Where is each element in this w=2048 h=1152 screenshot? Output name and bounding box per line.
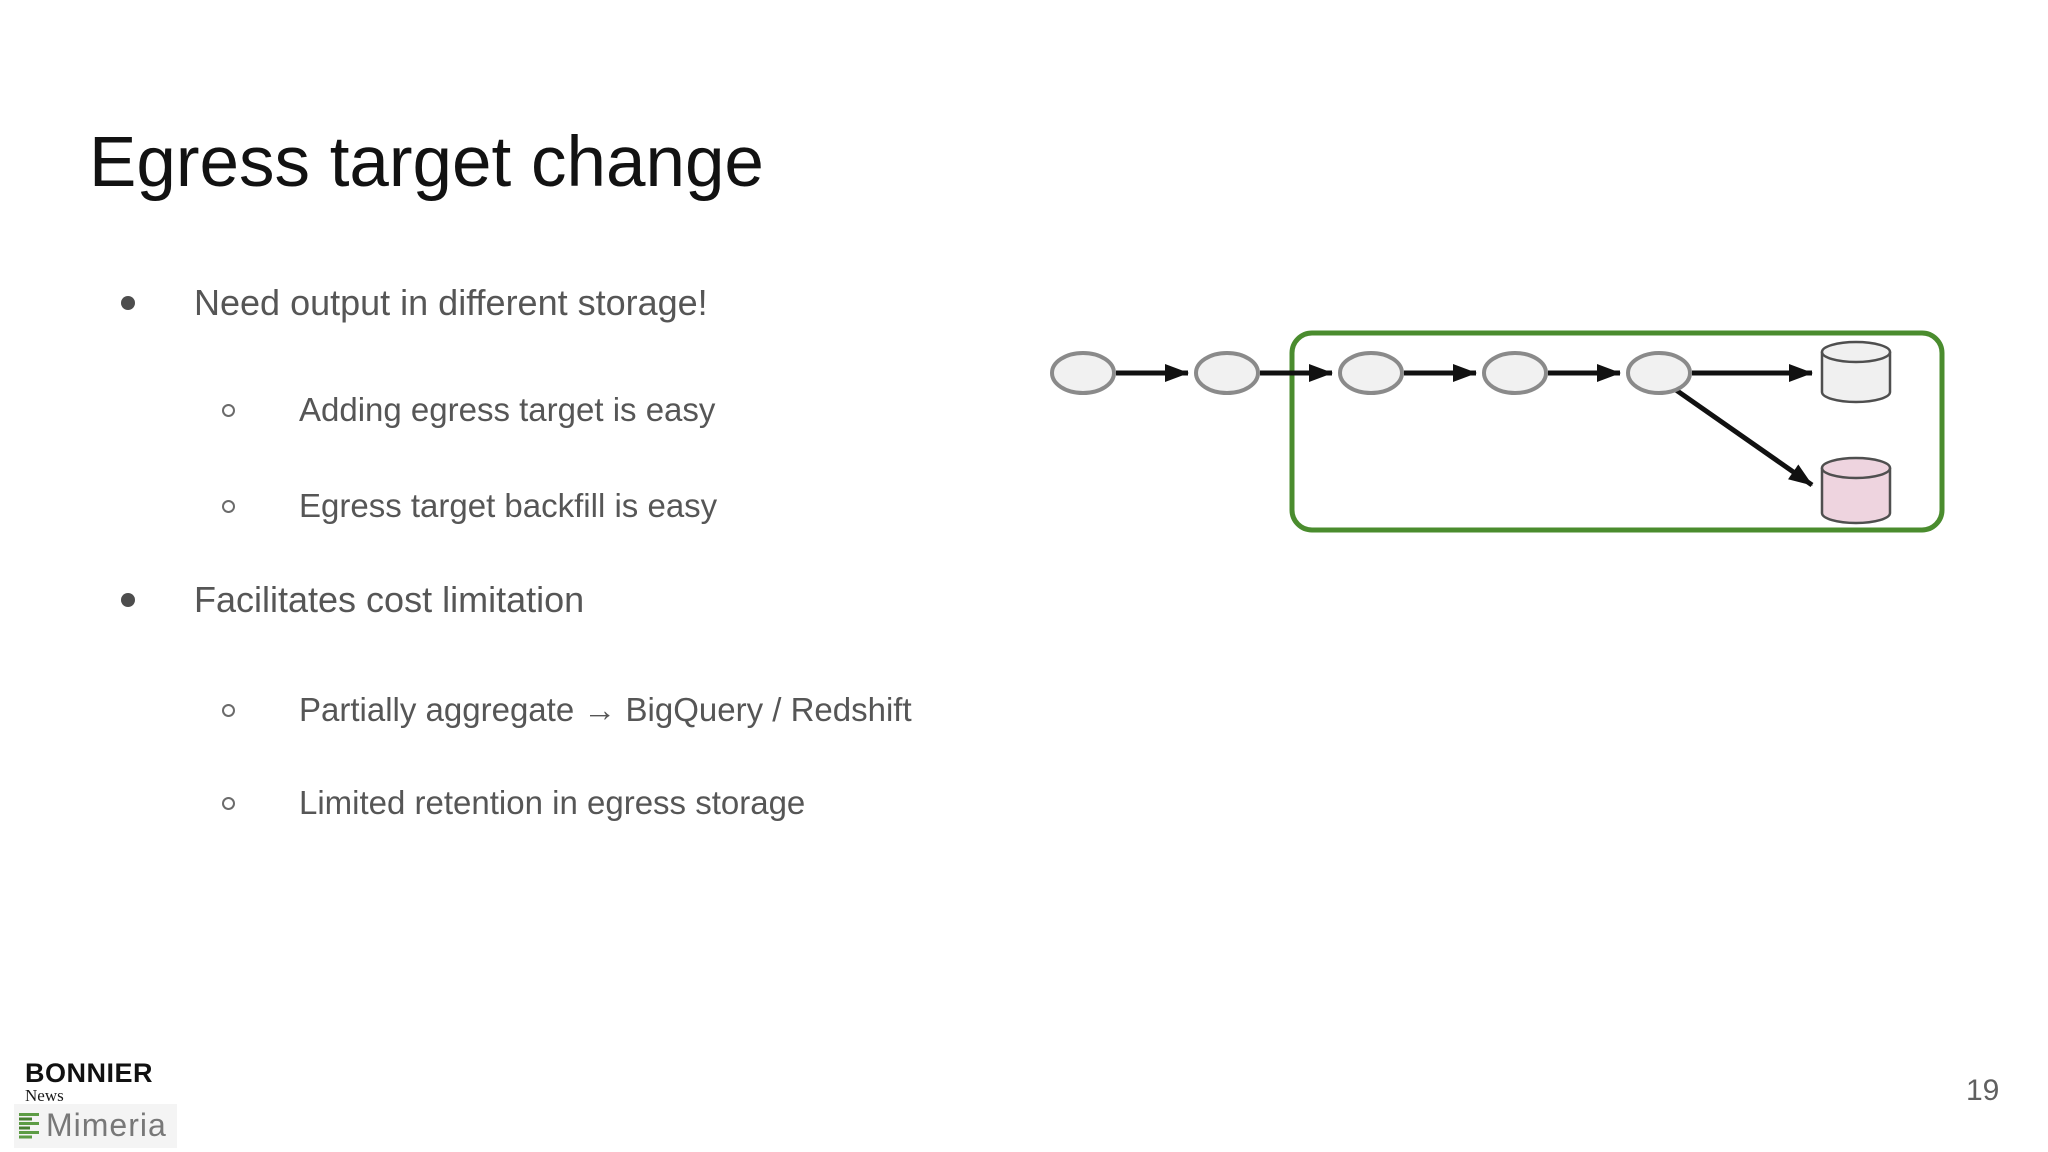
pipeline-node bbox=[1626, 351, 1692, 395]
mimeria-logo: Mimeria bbox=[14, 1104, 177, 1148]
page-number: 19 bbox=[1966, 1074, 2000, 1107]
hollow-bullet-icon bbox=[222, 703, 235, 717]
highlight-box bbox=[1289, 330, 1945, 533]
bullet-text: Adding egress target is easy bbox=[299, 391, 716, 428]
bullet-item: Egress target backfill is easy bbox=[222, 485, 717, 527]
bullet-text: Limited retention in egress storage bbox=[299, 784, 806, 821]
bullet-text: Need output in different storage! bbox=[194, 282, 708, 323]
pipeline-node bbox=[1338, 351, 1404, 395]
bonnier-logo: BONNIER News bbox=[25, 1058, 154, 1106]
filled-bullet-icon bbox=[121, 296, 135, 310]
storage-cylinder-pink bbox=[1820, 456, 1892, 525]
slide-title: Egress target change bbox=[89, 123, 764, 202]
hollow-bullet-icon bbox=[222, 499, 235, 513]
storage-cylinder-gray bbox=[1820, 340, 1892, 404]
bullet-text: Egress target backfill is easy bbox=[299, 487, 718, 524]
hollow-bullet-icon bbox=[222, 796, 235, 810]
flow-arrow-to-pink-storage bbox=[1674, 387, 1814, 488]
bullet-item: Adding egress target is easy bbox=[222, 389, 715, 431]
bullet-item: Need output in different storage! bbox=[121, 281, 708, 325]
mimeria-logo-text: Mimeria bbox=[46, 1107, 167, 1143]
pipeline-node bbox=[1482, 351, 1548, 395]
filled-bullet-icon bbox=[121, 593, 135, 607]
bullet-item: Facilitates cost limitation bbox=[121, 578, 584, 622]
pipeline-diagram bbox=[1050, 330, 1945, 533]
bullet-text: Partially aggregate → BigQuery / Redshif… bbox=[299, 691, 912, 728]
pipeline-node bbox=[1050, 351, 1116, 395]
bullet-item: Limited retention in egress storage bbox=[222, 782, 805, 824]
pipeline-node bbox=[1194, 351, 1260, 395]
hollow-bullet-icon bbox=[222, 403, 235, 417]
mimeria-lines-icon bbox=[19, 1113, 39, 1139]
bullet-text: Facilitates cost limitation bbox=[194, 579, 585, 620]
bullet-item: Partially aggregate → BigQuery / Redshif… bbox=[222, 689, 912, 731]
bonnier-logo-text: BONNIER bbox=[25, 1058, 154, 1088]
bonnier-news-label: News bbox=[25, 1086, 64, 1105]
